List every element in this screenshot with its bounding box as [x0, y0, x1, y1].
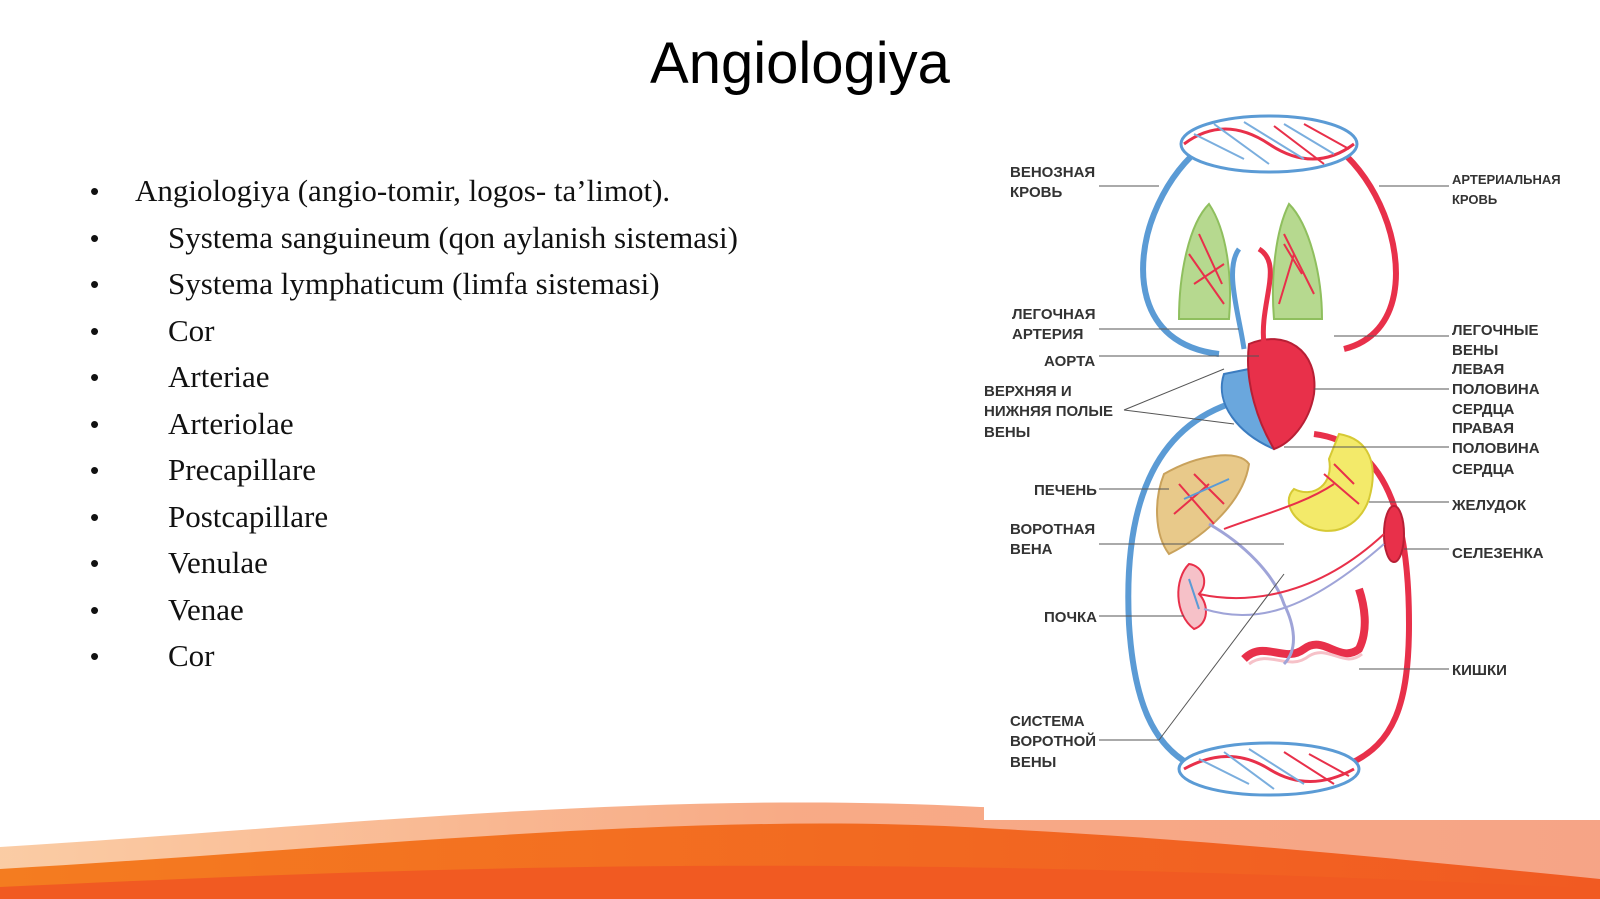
- slide-title: Angiologiya: [650, 31, 950, 96]
- bullet-text: Arteriae: [168, 359, 270, 394]
- stomach-organ: [1287, 432, 1374, 532]
- bullet-item: • Precapillare: [90, 447, 890, 494]
- bullet-dot: •: [90, 455, 100, 485]
- label-kidney: ПОЧКА: [1044, 609, 1097, 626]
- intestines-organ: [1241, 587, 1369, 663]
- pulmonary-artery-vessel: [1230, 247, 1247, 350]
- lower-capillary-network: [1177, 741, 1361, 797]
- bullet-dot: •: [90, 315, 100, 346]
- bullet-text: Venulae: [168, 545, 268, 580]
- bullet-text: Arteriolae: [168, 405, 294, 441]
- heart-left-half: [1247, 338, 1316, 451]
- bullet-dot: •: [90, 362, 100, 392]
- bullet-item: • Cor: [90, 308, 890, 355]
- bullet-item: • Arteriae: [90, 354, 890, 401]
- kidney-organ: [1177, 562, 1207, 631]
- bullet-dot: •: [90, 548, 100, 578]
- bullet-item: • Systema lymphaticum (limfa sistemasi): [90, 261, 890, 308]
- upper-capillary-network: [1179, 114, 1359, 174]
- label-spleen: СЕЛЕЗЕНКА: [1452, 545, 1544, 562]
- bullet-text: Venae: [168, 591, 244, 627]
- bullet-text: Postcapillare: [168, 498, 329, 534]
- venous-vessel-lower-loop: [1125, 401, 1231, 767]
- bullet-dot: •: [90, 222, 100, 253]
- portal-vein-vessel: [1208, 522, 1295, 666]
- footer-wave-decoration: [0, 802, 1600, 899]
- spleen-organ: [1383, 505, 1405, 563]
- bullet-item: • Venulae: [90, 540, 890, 587]
- label-intestines: КИШКИ: [1452, 662, 1507, 679]
- bullet-text: Systema lymphaticum (limfa sistemasi): [168, 266, 660, 301]
- bullet-dot: •: [90, 269, 100, 299]
- bullet-item: • Arteriolae: [90, 401, 890, 448]
- bullet-text: Systema sanguineum (qon aylanish sistema…: [168, 219, 738, 255]
- label-liver: ПЕЧЕНЬ: [1034, 482, 1097, 499]
- label-leader-lines: [1099, 185, 1449, 741]
- bullet-dot: •: [90, 641, 100, 671]
- bullet-list: • Angiologiya (angio-tomir, logos- ta’lim…: [90, 168, 890, 680]
- bullet-text: Cor: [168, 312, 215, 348]
- bullet-item: • Cor: [90, 633, 890, 680]
- left-lung: [1177, 202, 1231, 320]
- bullet-item: • Postcapillare: [90, 494, 890, 541]
- bullet-text: Precapillare: [168, 452, 317, 487]
- bullet-item: • Systema sanguineum (qon aylanish sistem…: [90, 215, 890, 262]
- bullet-item: • Venae: [90, 587, 890, 634]
- aorta-vessel: [1257, 246, 1273, 345]
- bullet-dot: •: [90, 176, 100, 206]
- bullet-text: Angiologiya (angio-tomir, logos- ta’limo…: [135, 173, 671, 208]
- bullet-text: Cor: [168, 638, 215, 673]
- bullet-dot: •: [90, 594, 100, 625]
- label-stomach: ЖЕЛУДОК: [1451, 497, 1527, 514]
- bullet-dot: •: [90, 408, 100, 439]
- bullet-dot: •: [90, 501, 100, 532]
- bullet-item: • Angiologiya (angio-tomir, logos- ta’lim…: [90, 168, 890, 215]
- liver-organ: [1156, 454, 1251, 556]
- label-aorta: АОРТА: [1044, 353, 1095, 370]
